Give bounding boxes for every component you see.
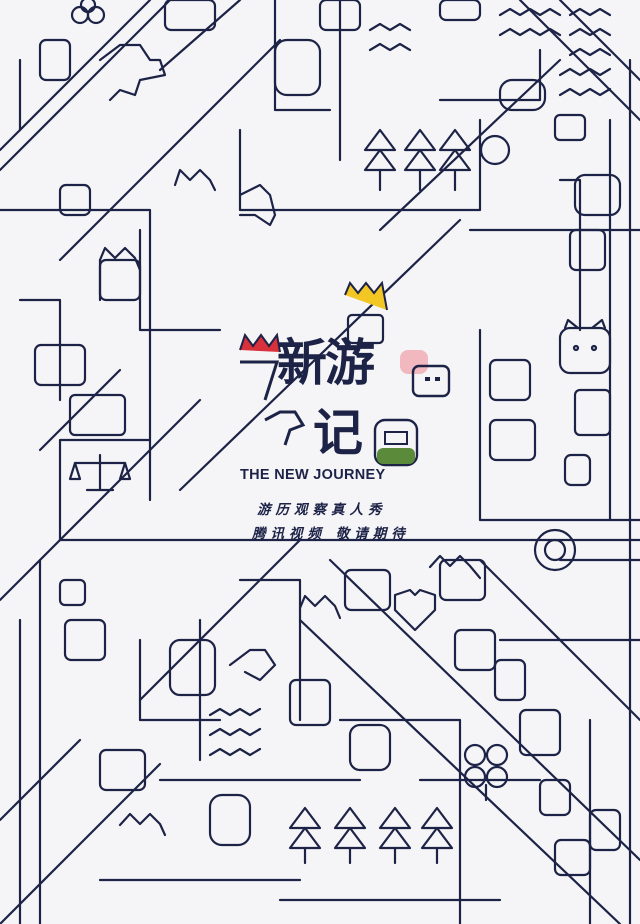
tagline-reality-show: 游历观察真人秀 [257, 502, 387, 518]
tagline-tencent-video: 腾讯视频 敬请期待 [252, 526, 410, 542]
logo-accents [239, 280, 451, 467]
english-title: THE NEW JOURNEY [240, 467, 386, 483]
title-block: 新游 记 THE NEW JOURNEY 游历观察真人秀 腾讯视频 敬请期待 [225, 280, 455, 550]
title-line-1: 新游 [277, 334, 375, 392]
title-line-2: 记 [313, 404, 363, 462]
